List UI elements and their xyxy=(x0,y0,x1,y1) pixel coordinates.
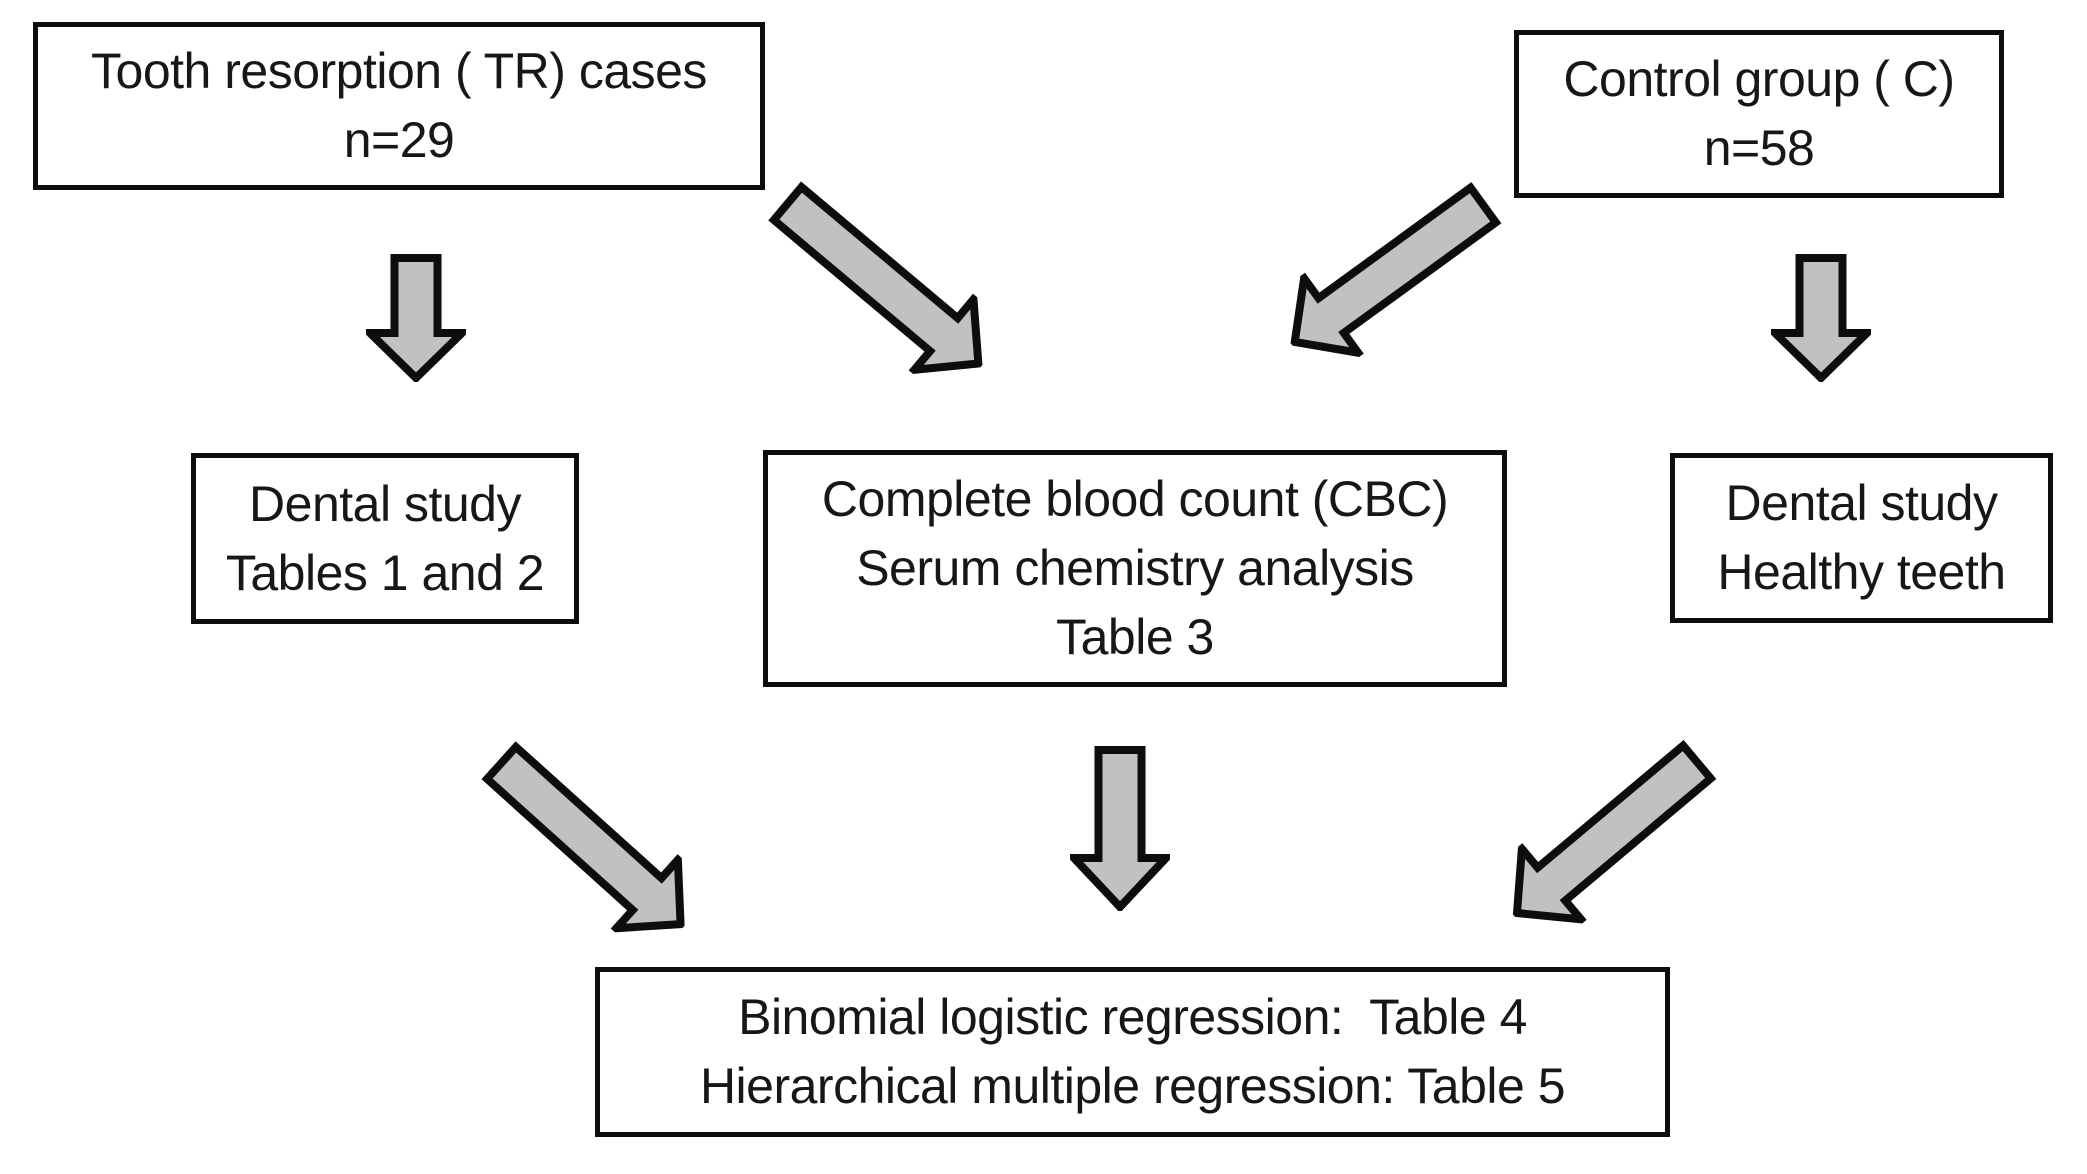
node-dental-study-tr: Dental study Tables 1 and 2 xyxy=(191,453,579,624)
node-cbc-serum-chemistry: Complete blood count (CBC) Serum chemist… xyxy=(763,450,1507,687)
node-line: Binomial logistic regression: Table 4 xyxy=(738,989,1527,1045)
arrow-cbc-to-regression-icon xyxy=(1070,746,1170,911)
node-line: Dental study xyxy=(1725,475,1998,531)
arrow-tr-cases-to-cbc-icon xyxy=(768,181,983,375)
arrow-dental-study-control-to-regression-icon xyxy=(1512,739,1717,925)
node-regression-tables: Binomial logistic regression: Table 4 Hi… xyxy=(595,967,1670,1137)
node-line: Tooth resorption ( TR) cases xyxy=(91,43,707,99)
node-line: Serum chemistry analysis xyxy=(856,540,1414,596)
node-line: Table 3 xyxy=(1056,609,1214,665)
node-line: Tables 1 and 2 xyxy=(225,544,545,601)
node-line: Control group ( C) xyxy=(1563,51,1955,107)
node-line: Healthy teeth xyxy=(1717,544,2006,600)
node-control-group: Control group ( C) n=58 xyxy=(1514,30,2004,198)
arrow-dental-study-tr-to-regression-icon xyxy=(481,741,685,933)
node-line: Dental study xyxy=(249,475,521,532)
arrow-control-group-to-dental-study-icon xyxy=(1771,254,1871,382)
arrow-tr-cases-to-dental-study-icon xyxy=(366,254,466,382)
arrow-control-group-to-cbc-icon xyxy=(1290,182,1502,359)
node-dental-study-control: Dental study Healthy teeth xyxy=(1670,453,2053,623)
node-line: Hierarchical multiple regression: Table … xyxy=(699,1058,1566,1114)
node-line: n=29 xyxy=(343,112,455,168)
node-line: n=58 xyxy=(1703,120,1815,176)
node-tooth-resorption-cases: Tooth resorption ( TR) cases n=29 xyxy=(33,22,765,190)
node-line: Complete blood count (CBC) xyxy=(821,471,1449,527)
